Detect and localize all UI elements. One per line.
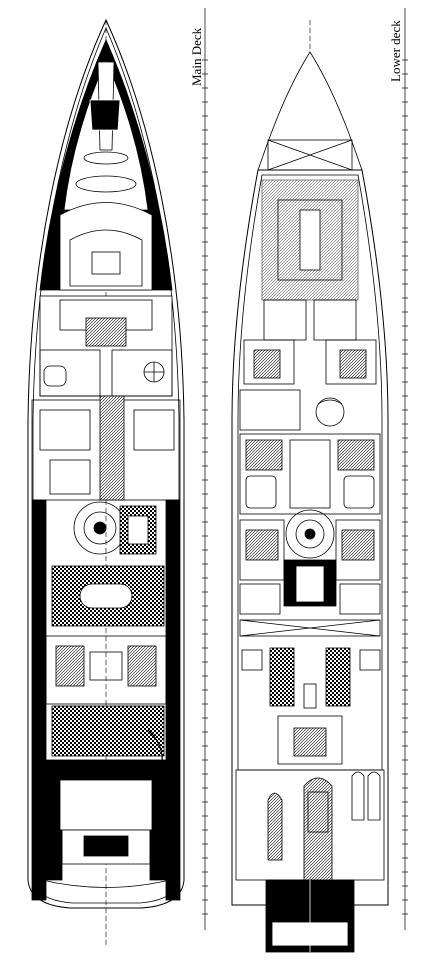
lower-deck-scale-rule xyxy=(402,8,408,930)
main-deck-label: Main Deck xyxy=(189,27,204,86)
main-deck-scale-rule xyxy=(202,8,208,930)
lower-deck-plan xyxy=(231,20,389,953)
main-deck-plan xyxy=(27,18,185,945)
lower-deck-label: Lower deck xyxy=(388,20,403,82)
